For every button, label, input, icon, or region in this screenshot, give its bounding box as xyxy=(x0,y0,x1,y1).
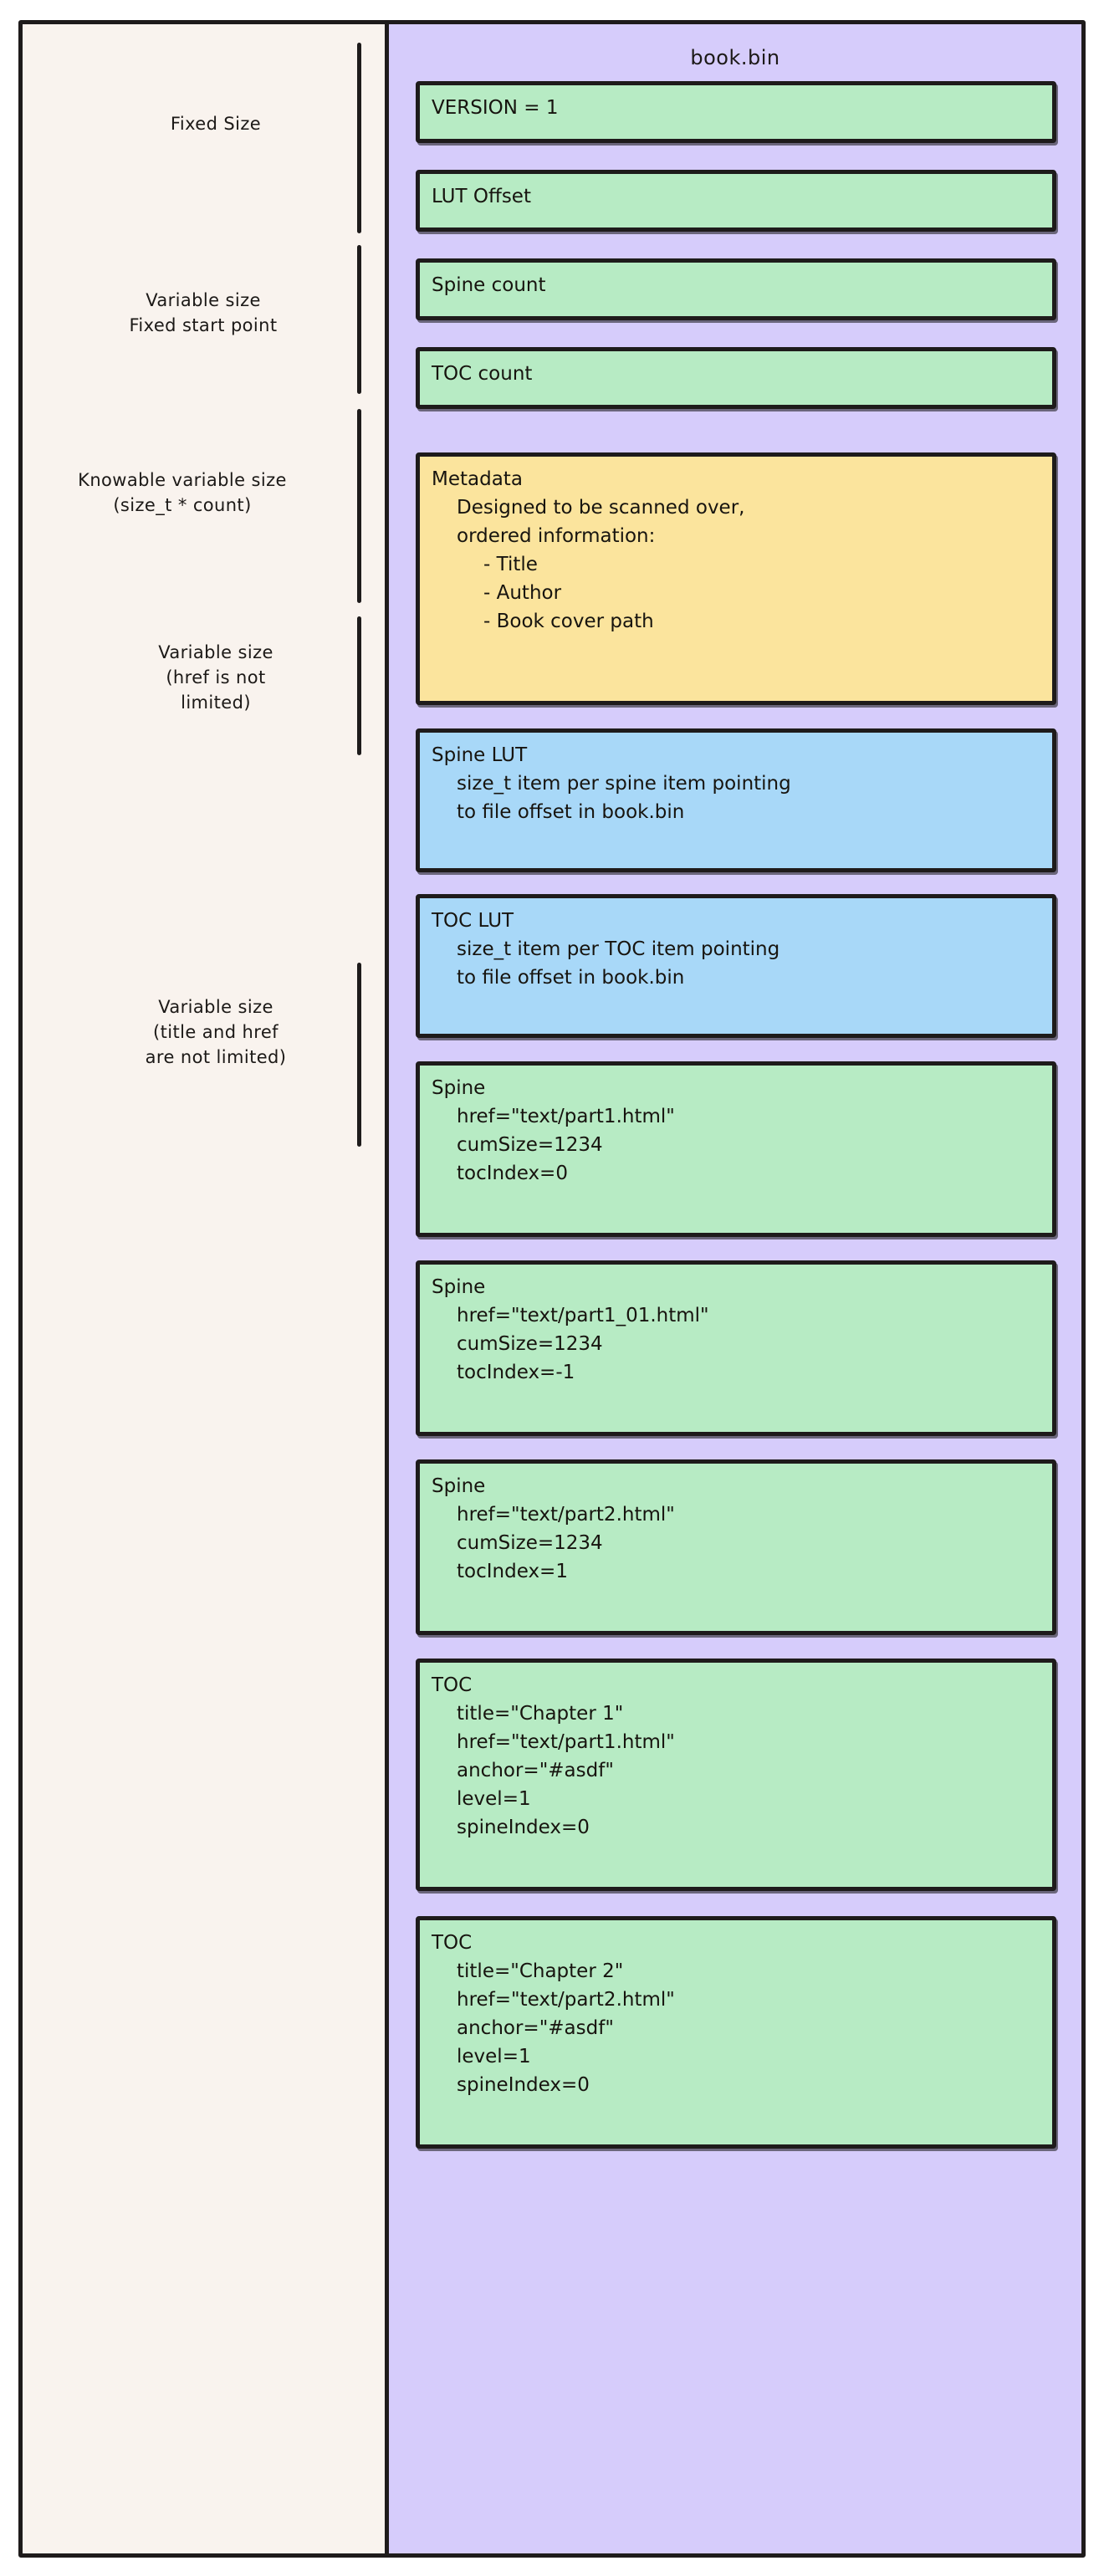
block-spine-1-href: href="text/part1.html" xyxy=(457,1106,675,1127)
label-variable-size-title-href: Variable size (title and href are not li… xyxy=(145,997,287,1067)
block-lut-offset[interactable]: LUT Offset xyxy=(416,170,1056,232)
block-toc-2-title-field: title="Chapter 2" xyxy=(457,1960,624,1982)
block-toc-lut-title: TOC LUT xyxy=(432,910,514,932)
block-toc-2[interactable]: TOC title="Chapter 2" href="text/part2.h… xyxy=(416,1916,1056,2149)
block-metadata-line-2: ordered information: xyxy=(457,525,656,547)
block-metadata-bullet-2: - Author xyxy=(483,582,562,604)
block-toc-lut-line-2: to file offset in book.bin xyxy=(457,967,685,989)
block-toc-1-title: TOC xyxy=(432,1674,473,1696)
block-spine-3-cumsize: cumSize=1234 xyxy=(457,1532,603,1554)
block-spine-lut-line-1: size_t item per spine item pointing xyxy=(457,773,791,795)
annotation-column: Fixed Size Variable size Fixed start poi… xyxy=(23,24,389,2553)
block-metadata-line-1: Designed to be scanned over, xyxy=(457,497,745,519)
block-toc-lut-line-1: size_t item per TOC item pointing xyxy=(457,938,780,960)
block-toc-2-spineindex: spineIndex=0 xyxy=(457,2074,590,2096)
block-toc-1-spineindex: spineIndex=0 xyxy=(457,1817,590,1838)
label-knowable-variable-size: Knowable variable size (size_t * count) xyxy=(78,470,287,515)
block-spine-lut[interactable]: Spine LUT size_t item per spine item poi… xyxy=(416,728,1056,872)
block-spine-3[interactable]: Spine href="text/part2.html" cumSize=123… xyxy=(416,1459,1056,1635)
bracket-variable-href xyxy=(357,616,361,755)
block-spine-2-tocindex: tocIndex=-1 xyxy=(457,1362,575,1383)
block-version-title: VERSION = 1 xyxy=(432,97,559,119)
block-metadata[interactable]: Metadata Designed to be scanned over, or… xyxy=(416,452,1056,705)
block-spine-2-href: href="text/part1_01.html" xyxy=(457,1305,709,1326)
label-fixed-size: Fixed Size xyxy=(170,114,262,134)
block-spine-3-href: href="text/part2.html" xyxy=(457,1504,675,1526)
label-variable-size-fixed-start: Variable size Fixed start point xyxy=(129,290,278,335)
block-metadata-title: Metadata xyxy=(432,468,523,490)
block-lut-offset-title: LUT Offset xyxy=(432,186,531,207)
block-spine-lut-line-2: to file offset in book.bin xyxy=(457,801,685,823)
block-metadata-bullet-3: - Book cover path xyxy=(483,611,654,632)
block-toc-count[interactable]: TOC count xyxy=(416,347,1056,409)
block-spine-lut-title: Spine LUT xyxy=(432,744,528,766)
panel-title: book.bin xyxy=(690,46,780,69)
block-toc-1[interactable]: TOC title="Chapter 1" href="text/part1.h… xyxy=(416,1659,1056,1891)
block-spine-1-tocindex: tocIndex=0 xyxy=(457,1163,568,1184)
block-version[interactable]: VERSION = 1 xyxy=(416,81,1056,143)
label-variable-size-href: Variable size (href is not limited) xyxy=(158,642,273,713)
block-spine-2-title: Spine xyxy=(432,1276,486,1298)
block-toc-2-level: level=1 xyxy=(457,2046,531,2067)
block-toc-1-anchor: anchor="#asdf" xyxy=(457,1760,614,1781)
block-spine-2[interactable]: Spine href="text/part1_01.html" cumSize=… xyxy=(416,1260,1056,1436)
block-toc-2-title: TOC xyxy=(432,1932,473,1954)
block-toc-1-href: href="text/part1.html" xyxy=(457,1731,675,1753)
block-spine-3-tocindex: tocIndex=1 xyxy=(457,1561,568,1582)
block-spine-count-title: Spine count xyxy=(432,274,546,296)
block-spine-1-title: Spine xyxy=(432,1077,486,1099)
block-spine-2-cumsize: cumSize=1234 xyxy=(457,1333,603,1355)
bracket-variable-fixed-start xyxy=(357,245,361,394)
block-toc-1-level: level=1 xyxy=(457,1788,531,1810)
block-metadata-bullet-1: - Title xyxy=(483,554,538,575)
block-toc-lut[interactable]: TOC LUT size_t item per TOC item pointin… xyxy=(416,894,1056,1038)
block-toc-count-title: TOC count xyxy=(432,363,533,385)
bracket-variable-title-href xyxy=(357,963,361,1147)
diagram-frame: Fixed Size Variable size Fixed start poi… xyxy=(18,20,1086,2558)
bracket-fixed-size xyxy=(357,43,361,233)
block-spine-count[interactable]: Spine count xyxy=(416,258,1056,320)
bracket-knowable-variable xyxy=(357,409,361,603)
block-toc-2-anchor: anchor="#asdf" xyxy=(457,2017,614,2039)
file-structure-column: book.bin VERSION = 1 LUT Offset Spine co… xyxy=(389,24,1081,2553)
block-toc-1-title-field: title="Chapter 1" xyxy=(457,1703,624,1725)
block-spine-1[interactable]: Spine href="text/part1.html" cumSize=123… xyxy=(416,1061,1056,1237)
block-spine-3-title: Spine xyxy=(432,1475,486,1497)
block-toc-2-href: href="text/part2.html" xyxy=(457,1989,675,2011)
block-spine-1-cumsize: cumSize=1234 xyxy=(457,1134,603,1156)
